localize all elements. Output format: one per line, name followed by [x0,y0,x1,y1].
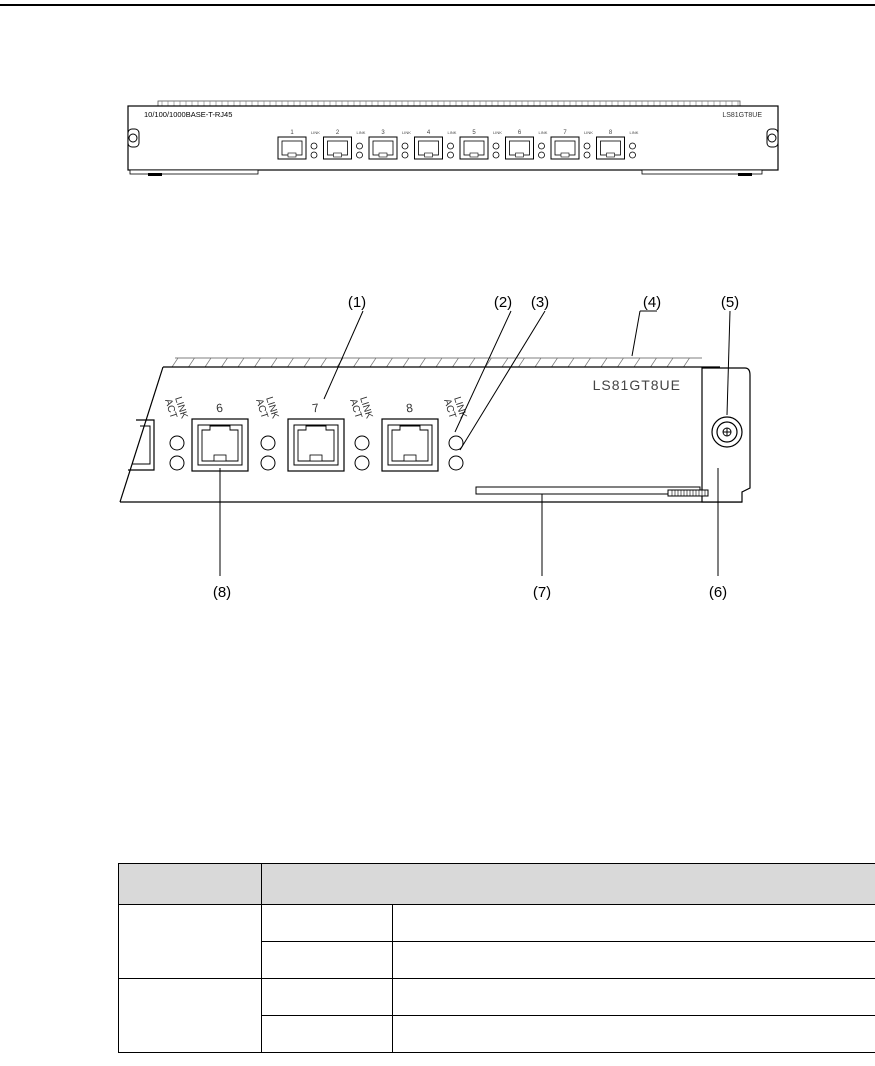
table-cell-meaning [392,978,875,1016]
table-cell-state [261,1015,393,1053]
top-fins [157,100,741,107]
latch-left [148,173,162,176]
led-description-table-wrap [118,863,875,1053]
callout-6: (6) [709,584,727,601]
callout-4: (4) [643,294,661,311]
callout-2: (2) [494,294,512,311]
overview-led-label: LINK [311,130,320,135]
overview-led-label: LINK [584,130,593,135]
overview-port: 1 LINK [277,130,320,160]
detail-port-6: 6 [191,401,249,472]
table-cell-state [261,978,393,1016]
overview-led-label: LINK [493,130,502,135]
callout-7: (7) [533,584,551,601]
detail-port-7: 7 [287,401,345,472]
overview-port-number: 5 [472,130,476,136]
detail-port-number: 6 [215,401,224,416]
overview-led-label: LINK [448,130,457,135]
overview-led-label: LINK [402,130,411,135]
table-header-led [118,863,262,905]
overview-port: 2 LINK [323,130,366,160]
table-group-label [118,978,262,1053]
table-cell-state [261,941,393,979]
overview-port: 7 LINK [550,130,593,160]
table-cell-meaning [392,941,875,979]
overview-ports: 1 LINK 2 LINK 3 LINK 4 LINK 5 LINK 6 LINK 7 LINK 8 LINK [277,130,639,160]
callout-1: (1) [348,294,366,311]
overview-led-label: LINK [539,130,548,135]
overview-port-number: 1 [290,130,294,136]
leader-lines [219,310,731,576]
callout-3: (3) [531,294,549,311]
panel-left-edge [119,366,164,503]
latch-right [738,173,752,176]
table-row [118,904,875,979]
right-screw-icon [766,128,779,148]
overview-led-label: LINK [630,130,639,135]
overview-port: 3 LINK [368,130,411,160]
bottom-rail-left [129,169,259,175]
overview-port-number: 6 [518,130,522,136]
partial-port-5 [128,419,155,471]
detail-port-8: 8 [381,401,439,472]
table-row [118,978,875,1053]
overview-port: 6 LINK [505,130,548,160]
led-description-table [118,863,875,1053]
table-header-description [261,863,875,905]
latch-detail [667,489,709,497]
detail-model-label: LS81GT8UE [593,377,681,393]
overview-port-number: 2 [336,130,340,136]
card-overview-diagram: 10/100/1000BASE-T-RJ45 LS81GT8UE 1 LINK 2 L… [127,100,779,176]
overview-port: 4 LINK [414,130,457,160]
table-cell-meaning [392,1015,875,1053]
overview-port: 5 LINK [459,130,502,160]
table-header-row [118,863,875,905]
overview-port-number: 8 [609,130,613,136]
top-rule [0,4,875,6]
overview-port-number: 4 [427,130,431,136]
interface-type-label: 10/100/1000BASE-T-RJ45 [144,110,232,119]
detail-port-number: 8 [405,401,414,416]
overview-port-number: 7 [563,130,567,136]
table-cell-state [261,904,393,942]
detail-port-number: 7 [311,401,320,416]
callout-8: (8) [213,584,231,601]
table-cell-meaning [392,904,875,942]
table-group-label [118,904,262,979]
label-strip [475,486,701,495]
table-row [119,941,875,979]
overview-model-label: LS81GT8UE [722,112,762,119]
bottom-rail-right [641,169,763,175]
left-screw-icon [127,128,140,148]
overview-port: 8 LINK [596,130,639,160]
detail-top-fins [171,357,702,368]
overview-led-label: LINK [357,130,366,135]
callout-5: (5) [721,294,739,311]
table-row [119,1015,875,1053]
captive-screw-icon [711,416,743,448]
overview-port-number: 3 [381,130,385,136]
